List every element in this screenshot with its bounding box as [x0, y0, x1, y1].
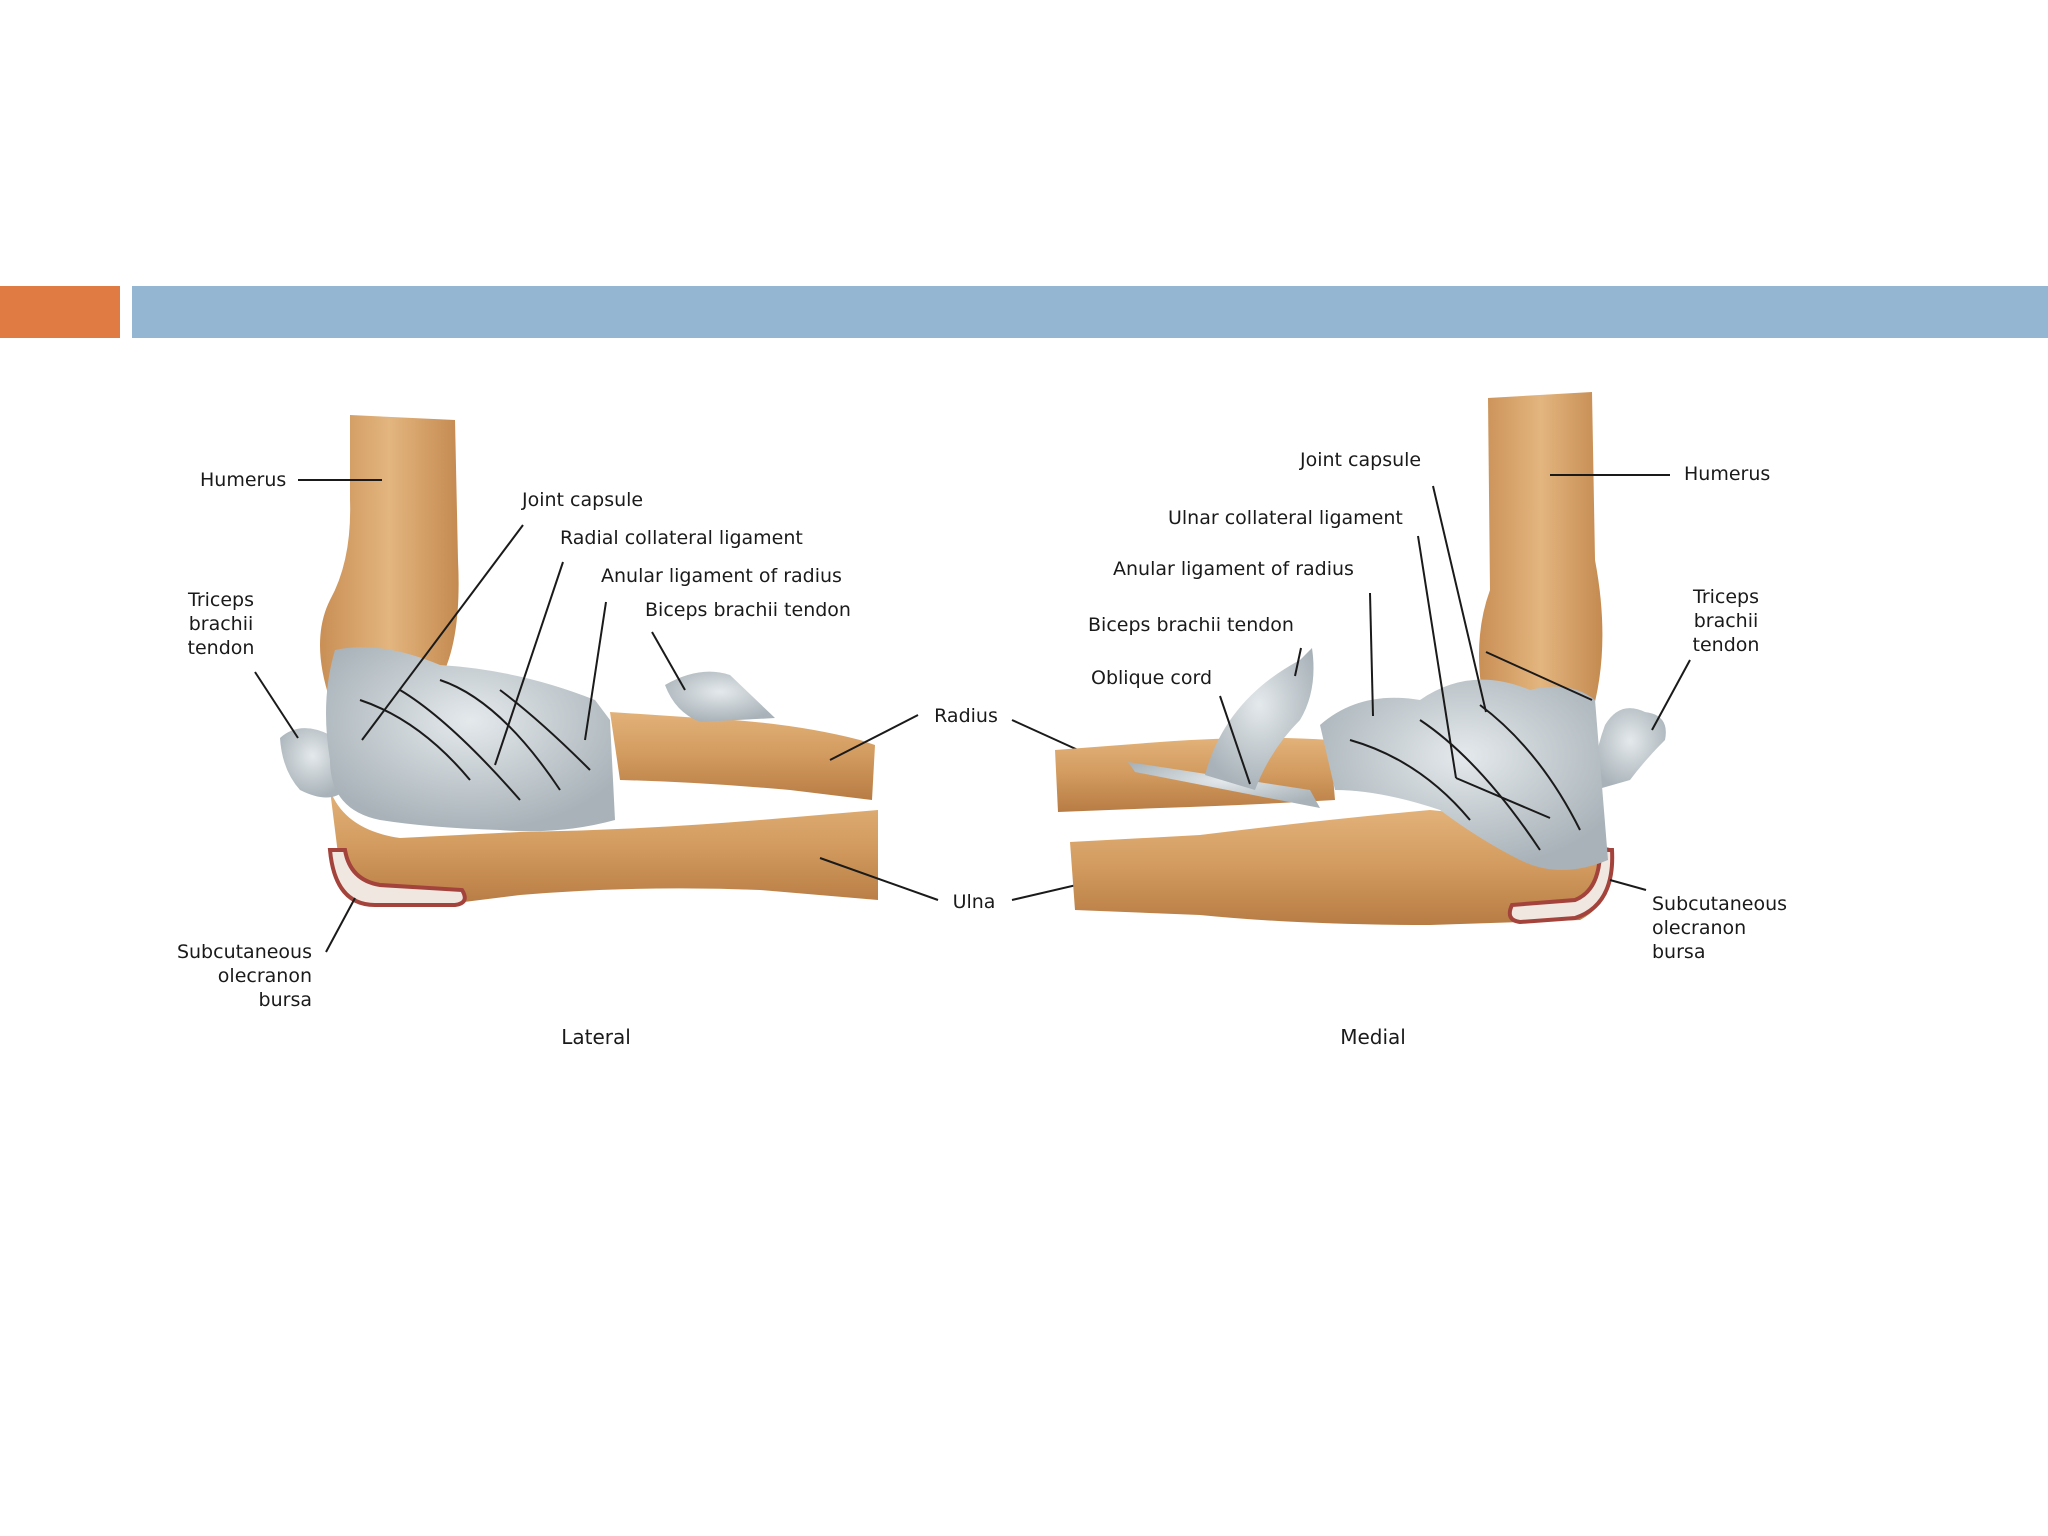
- lateral-label-joint-capsule: Joint capsule: [521, 489, 643, 511]
- lateral-label-bursa-2: olecranon: [218, 965, 312, 987]
- lateral-label-biceps-tendon: Biceps brachii tendon: [645, 599, 851, 621]
- lateral-ulna-shape: [330, 790, 878, 906]
- medial-label-humerus: Humerus: [1684, 463, 1770, 485]
- lateral-ligament-mass: [326, 647, 615, 832]
- lateral-label-humerus: Humerus: [200, 469, 286, 491]
- lateral-caption: Lateral: [561, 1025, 631, 1049]
- header-bar: [132, 286, 2048, 338]
- lateral-biceps-shape: [665, 671, 775, 722]
- lateral-label-anular-ligament: Anular ligament of radius: [601, 565, 842, 587]
- lateral-label-radial-collateral-ligament: Radial collateral ligament: [560, 527, 803, 549]
- lateral-radius-shape: [610, 712, 875, 800]
- medial-label-triceps-3: tendon: [1693, 634, 1760, 656]
- lateral-bursa-shape: [327, 848, 467, 907]
- medial-ulna-shape: [1070, 810, 1612, 925]
- medial-view: Joint capsule Humerus Ulnar collateral l…: [1055, 392, 1787, 1049]
- header-accent-bar: [0, 286, 120, 338]
- lateral-humerus-shape: [320, 415, 459, 700]
- lateral-label-triceps-2: brachii: [189, 613, 254, 635]
- lateral-view: Humerus Joint capsule Radial collateral …: [177, 415, 878, 1049]
- label-radius: Radius: [934, 705, 998, 727]
- label-ulna: Ulna: [953, 891, 996, 913]
- lateral-label-triceps-1: Triceps: [187, 589, 254, 611]
- lateral-label-triceps-3: tendon: [188, 637, 255, 659]
- lateral-label-bursa-1: Subcutaneous: [177, 941, 312, 963]
- medial-biceps-shape: [1205, 648, 1314, 790]
- medial-label-anular-ligament: Anular ligament of radius: [1113, 558, 1354, 580]
- medial-bursa-shape: [1507, 848, 1615, 925]
- medial-label-oblique-cord: Oblique cord: [1091, 667, 1212, 689]
- medial-label-triceps-1: Triceps: [1692, 586, 1759, 608]
- medial-label-triceps-2: brachii: [1694, 610, 1759, 632]
- medial-oblique-cord-shape: [1128, 762, 1320, 808]
- medial-label-bursa-1: Subcutaneous: [1652, 893, 1787, 915]
- medial-triceps-shape: [1594, 708, 1666, 790]
- medial-label-bursa-2: olecranon: [1652, 917, 1746, 939]
- medial-humerus-shape: [1479, 392, 1603, 730]
- medial-ligament-mass: [1320, 679, 1608, 870]
- medial-label-bursa-3: bursa: [1652, 941, 1705, 963]
- shared-labels: Radius Ulna: [819, 705, 1101, 913]
- medial-caption: Medial: [1340, 1025, 1406, 1049]
- medial-label-ulnar-collateral-ligament: Ulnar collateral ligament: [1168, 507, 1403, 529]
- medial-label-joint-capsule: Joint capsule: [1299, 449, 1421, 471]
- lateral-label-bursa-3: bursa: [259, 989, 312, 1011]
- medial-label-biceps-tendon: Biceps brachii tendon: [1088, 614, 1294, 636]
